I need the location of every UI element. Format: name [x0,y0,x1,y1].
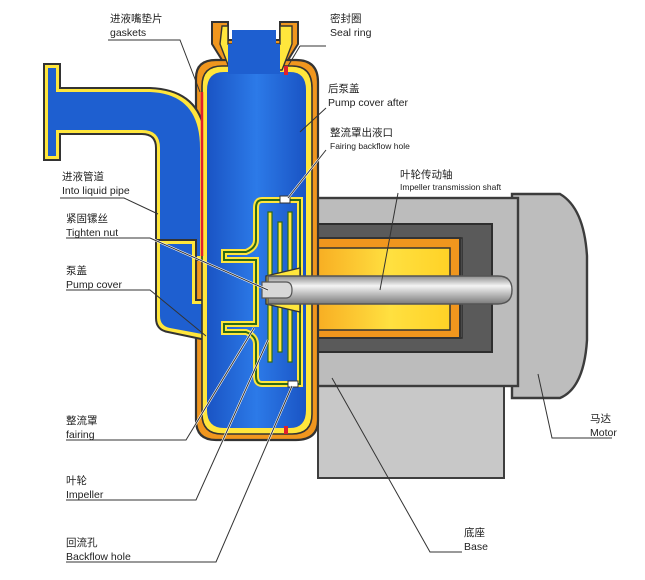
label-fairing: 整流罩 fairing [66,414,98,441]
motor-en: Motor [590,427,617,439]
impeller-shaft-zh: 叶轮传动轴 [400,168,453,181]
fairing [221,195,303,388]
into-liquid-pipe [43,63,207,342]
label-seal-ring: 密封圈 Seal ring [330,12,372,39]
label-tighten-nut: 紧固镙丝 Tighten nut [66,212,118,239]
label-gaskets: 进液嘴垫片 gaskets [110,12,163,39]
seal-ring-en: Seal ring [330,27,372,39]
motor-zh: 马达 [590,413,611,425]
pump-cover-after-en: Pump cover after [328,97,408,109]
label-impeller: 叶轮 Impeller [66,474,104,501]
label-impeller-shaft: 叶轮传动轴 Impeller transmission shaft [400,168,502,192]
label-base: 底座 Base [464,526,488,553]
tighten-nut-en: Tighten nut [66,227,118,239]
label-motor: 马达 Motor [590,413,617,439]
pump-cover-zh: 泵盖 [66,264,87,277]
backflow-hole-zh: 回流孔 [66,536,98,549]
gaskets-en: gaskets [110,27,146,39]
tighten-nut-zh: 紧固镙丝 [66,212,108,225]
label-pump-cover: 泵盖 Pump cover [66,264,123,291]
impeller-shaft-en: Impeller transmission shaft [400,182,502,192]
fairing-zh: 整流罩 [66,414,98,427]
base [317,371,505,479]
fairing-backflow-hole-en: Fairing backflow hole [330,141,410,151]
pump-cover-after-zh: 后泵盖 [328,82,360,95]
impeller-transmission-shaft [261,275,513,305]
seal-ring [284,66,288,434]
pump-cover-en: Pump cover [66,279,123,291]
impeller-zh: 叶轮 [66,474,87,487]
base-zh: 底座 [464,526,485,539]
label-pump-cover-after: 后泵盖 Pump cover after [328,82,408,109]
label-backflow-hole: 回流孔 Backflow hole [66,536,131,563]
impeller-en: Impeller [66,489,104,501]
gaskets-zh: 进液嘴垫片 [110,12,163,25]
label-into-liquid-pipe: 进液管道 Into liquid pipe [62,170,130,197]
into-liquid-pipe-en: Into liquid pipe [62,185,130,197]
base-en: Base [464,541,488,553]
label-fairing-backflow-hole: 整流罩出液口 Fairing backflow hole [330,126,410,151]
fairing-backflow-hole-zh: 整流罩出液口 [330,126,393,139]
into-liquid-pipe-zh: 进液管道 [62,170,104,183]
backflow-hole-en: Backflow hole [66,551,131,563]
fairing-en: fairing [66,429,95,441]
seal-ring-zh: 密封圈 [330,12,362,25]
leader-lines [60,39,612,564]
